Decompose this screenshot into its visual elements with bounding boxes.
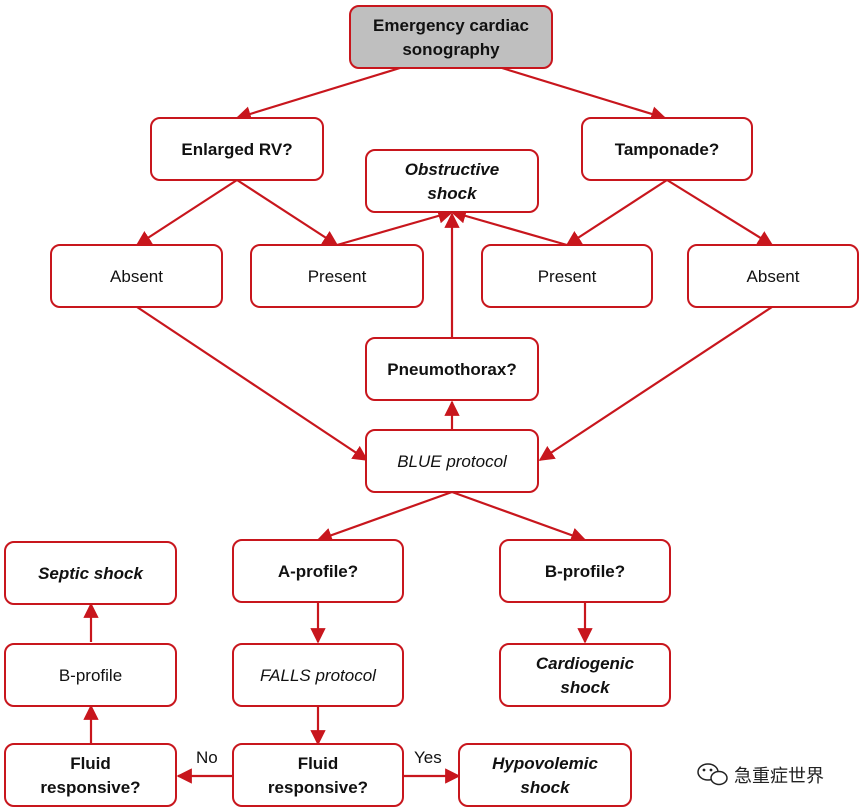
edge-enlarged-rv-present: [236, 179, 339, 246]
edge-blue-a-profile: [316, 490, 453, 543]
node-label-line: FALLS protocol: [260, 666, 377, 685]
node-box: [365, 149, 539, 213]
wechat-icon: [697, 763, 728, 786]
node-a-profile: A-profile?: [232, 539, 404, 603]
edge-rv-absent-blue: [136, 306, 369, 461]
edge-enlarged-rv-absent: [135, 179, 238, 246]
node-box: [232, 743, 404, 807]
node-label-line: Absent: [110, 267, 163, 286]
node-falls-protocol: FALLS protocol: [232, 643, 404, 707]
node-pneumothorax: Pneumothorax?: [365, 337, 539, 401]
node-label-line: responsive?: [268, 778, 368, 797]
node-blue-protocol: BLUE protocol: [365, 429, 539, 493]
edge-label-no: No: [196, 748, 218, 767]
node-label-line: Emergency cardiac: [373, 16, 529, 35]
node-box: [481, 244, 653, 308]
node-label-line: Fluid: [298, 754, 339, 773]
node-box: [232, 643, 404, 707]
node-rv-absent: Absent: [50, 244, 223, 308]
node-fluid-center: Fluid responsive?: [232, 743, 404, 807]
node-enlarged-rv: Enlarged RV?: [150, 117, 324, 181]
edge-root-tamponade: [501, 66, 667, 122]
node-box: [4, 541, 177, 605]
edge-tamponade-absent: [666, 179, 774, 246]
node-label-line: shock: [427, 184, 478, 203]
node-box: [250, 244, 424, 308]
node-tamponade: Tamponade?: [581, 117, 753, 181]
node-box: [499, 539, 671, 603]
node-label-line: shock: [520, 778, 571, 797]
node-label-line: shock: [560, 678, 611, 697]
node-label-line: Fluid: [70, 754, 111, 773]
node-rv-present: Present: [250, 244, 424, 308]
node-box: [581, 117, 753, 181]
node-box: [365, 429, 539, 493]
node-label-line: Hypovolemic: [492, 754, 598, 773]
node-box: [349, 5, 553, 69]
edge-blue-b-profile: [451, 490, 587, 543]
node-root: Emergency cardiac sonography: [349, 5, 553, 69]
node-label-line: Enlarged RV?: [181, 140, 292, 159]
edge-tamp-absent-blue: [538, 306, 773, 461]
edge-label-yes: Yes: [414, 748, 442, 767]
node-label-line: A-profile?: [278, 562, 358, 581]
edge-rv-present-obstructive: [336, 208, 454, 247]
node-label-line: Absent: [747, 267, 800, 286]
watermark-text: 急重症世界: [734, 766, 824, 787]
node-fluid-left: Fluid responsive?: [4, 743, 177, 807]
node-box: [499, 643, 671, 707]
edge-tamponade-present: [565, 179, 668, 246]
node-septic-shock: Septic shock: [4, 541, 177, 605]
node-box: [232, 539, 404, 603]
edge-tamp-present-obstructive: [450, 208, 568, 247]
watermark: 急重症世界: [697, 763, 824, 787]
node-b-profile: B-profile: [4, 643, 177, 707]
node-label-line: Obstructive: [405, 160, 499, 179]
node-label-line: Pneumothorax?: [387, 360, 516, 379]
node-label-line: Cardiogenic: [536, 654, 635, 673]
node-box: [150, 117, 324, 181]
node-label-line: B-profile: [59, 666, 122, 685]
node-b-profile-q: B-profile?: [499, 539, 671, 603]
node-label-line: responsive?: [40, 778, 140, 797]
node-tamp-absent: Absent: [687, 244, 859, 308]
node-box: [4, 743, 177, 807]
node-label-line: BLUE protocol: [397, 452, 508, 471]
node-tamp-present: Present: [481, 244, 653, 308]
node-label-line: B-profile?: [545, 562, 625, 581]
edge-root-enlarged-rv: [235, 66, 401, 122]
node-label-line: Septic shock: [38, 564, 144, 583]
node-box: [50, 244, 223, 308]
edges: [83, 66, 774, 784]
node-cardiogenic-shock: Cardiogenic shock: [499, 643, 671, 707]
node-box: [365, 337, 539, 401]
node-box: [4, 643, 177, 707]
node-label-line: Present: [538, 267, 597, 286]
node-hypovolemic-shock: Hypovolemic shock: [458, 743, 632, 807]
node-box: [687, 244, 859, 308]
node-label-line: Present: [308, 267, 367, 286]
node-obstructive-shock: Obstructive shock: [365, 149, 539, 213]
node-label-line: sonography: [402, 40, 500, 59]
node-label-line: Tamponade?: [615, 140, 720, 159]
node-box: [458, 743, 632, 807]
